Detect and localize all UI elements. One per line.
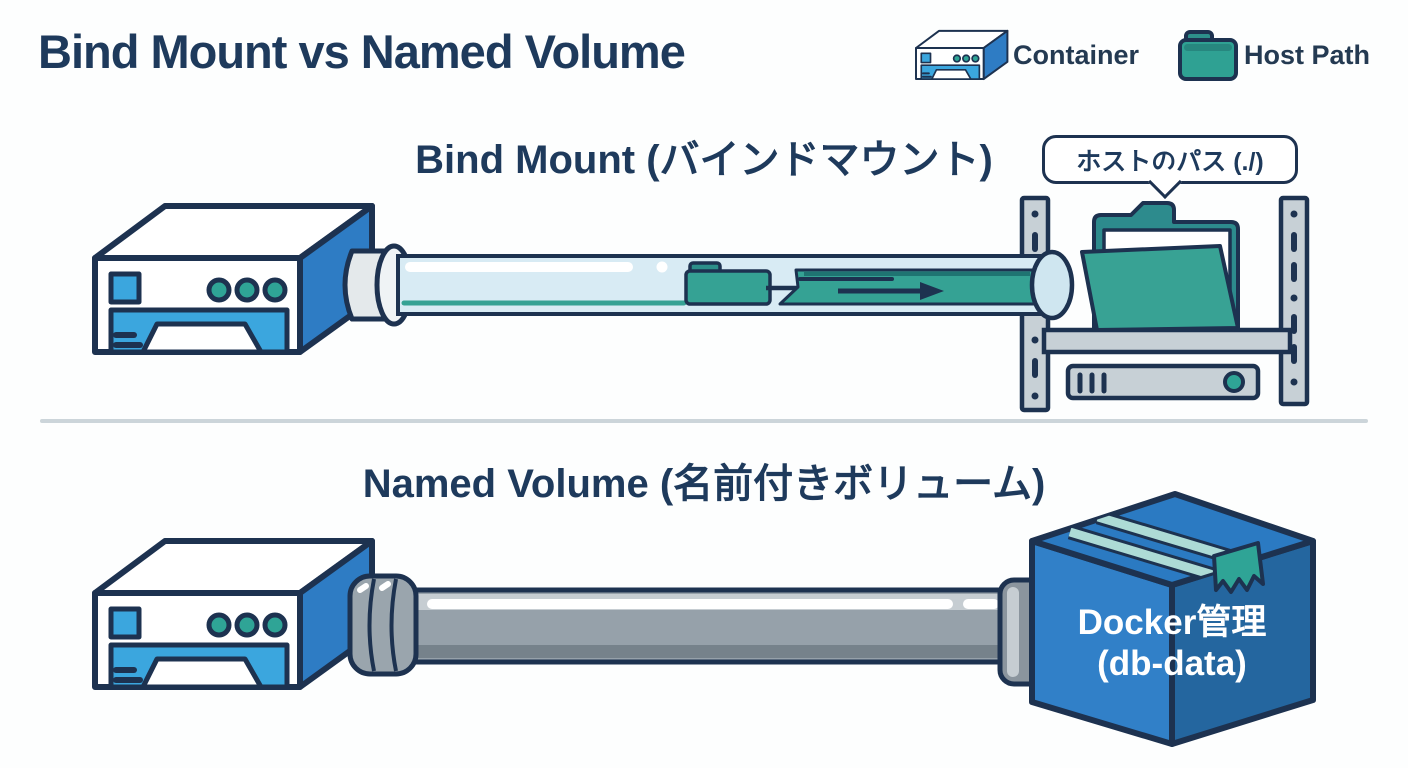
legend-label-host-path: Host Path	[1244, 40, 1371, 70]
named-volume-heading: Named Volume (名前付きボリューム)	[362, 462, 1046, 506]
legend-host-path-folder-icon	[1178, 30, 1238, 81]
host-drive	[1065, 363, 1261, 401]
bind-container-icon	[95, 206, 372, 352]
pipe-coupling-left	[347, 573, 419, 677]
section-divider	[40, 419, 1368, 423]
host-path-callout-bubble: ホストのパス (./)	[1042, 135, 1298, 184]
tube-folder-icon	[684, 261, 772, 306]
tube-open-end	[1029, 249, 1075, 321]
named-container-icon	[95, 541, 372, 687]
host-path-callout-text: ホストのパス (./)	[1076, 147, 1264, 176]
legend-container-icon	[915, 29, 1009, 81]
host-folder-icon	[1080, 201, 1240, 332]
flow-arrow-icon	[838, 282, 944, 300]
page-title: Bind Mount vs Named Volume	[38, 25, 686, 78]
volume-box-label-line2: (db-data)	[1097, 644, 1247, 683]
volume-box-icon	[1029, 491, 1316, 747]
box-tape-tail	[1212, 541, 1265, 594]
volume-box-label: Docker管理 (db-data)	[1052, 602, 1292, 684]
data-stream	[778, 268, 1038, 306]
bind-mount-heading: Bind Mount (バインドマウント)	[415, 138, 993, 182]
volume-box-label-line1: Docker管理	[1077, 603, 1267, 642]
named-volume-pipe	[347, 573, 1049, 687]
rack-holes	[1031, 210, 1298, 400]
legend-label-container: Container	[1013, 40, 1140, 70]
host-shelf	[1019, 195, 1310, 413]
bind-mount-tube	[342, 243, 1075, 327]
